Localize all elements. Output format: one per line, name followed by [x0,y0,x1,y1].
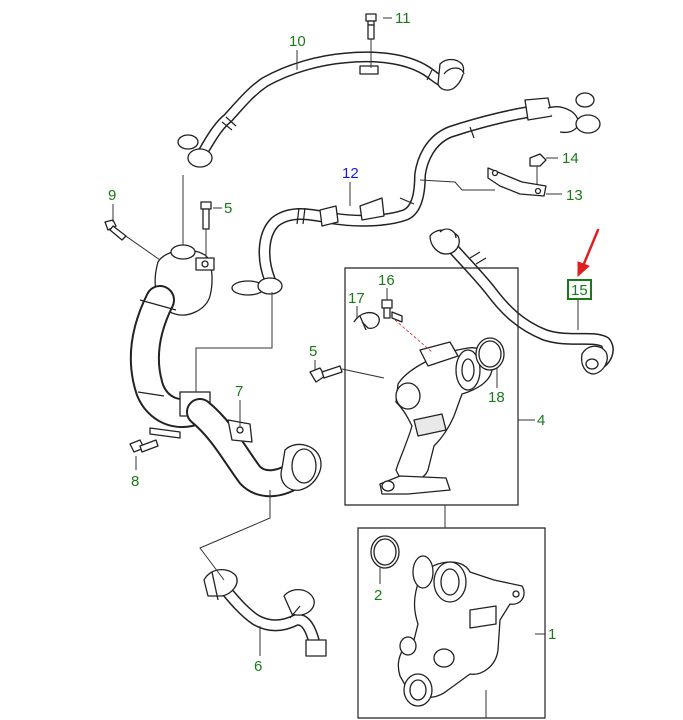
callout-1: 1 [548,626,556,643]
callout-12: 12 [342,165,359,182]
callout-10: 10 [289,33,306,50]
part-17-clip[interactable] [353,311,380,331]
callout-6: 6 [254,658,262,675]
callout-8: 8 [131,473,139,490]
callout-18: 18 [488,389,505,406]
callout-2: 2 [374,587,382,604]
callout-11: 11 [395,10,411,27]
part-9-bolt[interactable] [104,219,127,241]
part-13-bracket[interactable] [419,167,547,197]
part-5-bolt-lower[interactable] [309,365,385,383]
callout-13: 13 [566,187,583,204]
red-arrow-icon [577,228,600,278]
part-16-sensor[interactable] [381,299,433,353]
callout-5-lower: 5 [309,343,317,360]
part-2-o-ring[interactable] [370,535,400,584]
part-7-lower-hose[interactable] [129,285,322,498]
part-12-coolant-hose[interactable] [231,92,601,296]
part-4-thermostat-housing[interactable] [379,341,493,495]
callout-7: 7 [235,383,243,400]
part-4-assembly-frame [344,267,535,506]
highlight-part-15[interactable] [567,228,600,300]
callout-leaders [112,17,579,656]
part-1-water-pump[interactable] [397,555,525,718]
callout-9: 9 [108,187,116,204]
part-10-upper-hose[interactable] [177,51,465,168]
part-18-o-ring[interactable] [475,337,505,388]
part-5-bolt-upper[interactable] [200,201,212,258]
part-1-assembly-frame [357,527,546,719]
part-14-nut[interactable] [529,153,547,184]
callout-4: 4 [537,412,545,429]
part-8-bolt[interactable] [129,439,159,453]
part-11-bolt[interactable] [365,13,377,68]
callout-14: 14 [562,150,579,167]
callout-15: 15 [571,282,588,299]
part-6-small-hose[interactable] [203,569,327,657]
callout-17: 17 [348,290,365,307]
callout-5-upper: 5 [224,200,232,217]
part-15-coolant-hose[interactable] [429,228,614,375]
callout-16: 16 [378,272,395,289]
